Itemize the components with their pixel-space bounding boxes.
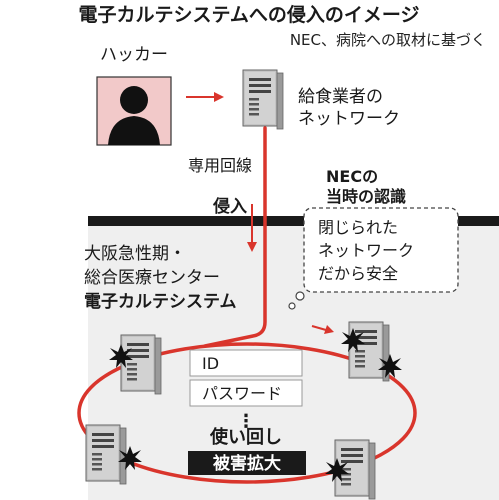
speech-bubble [288,207,459,310]
password-text: パスワード [202,384,282,403]
vendor-server-icon [242,69,284,130]
dedicated-line [203,126,267,348]
hospital-network-ring [77,342,417,484]
ellipsis: ⋮ [237,411,255,432]
damage-label: 被害拡大 [213,453,281,474]
system-label: 電子カルテシステム [84,292,237,312]
diagram-title: 電子カルテシステムへの侵入のイメージ [78,3,419,26]
network-boundary-band [88,216,499,226]
password-box [189,379,303,407]
arrow-hacker-to-vendor [186,92,224,102]
hacker-icon [96,76,172,146]
intrusion-label: 侵入 [212,196,247,217]
nec-label: NECの 当時の認識 [326,167,406,206]
hospital-label: 大阪急性期・ 総合医療センター [84,244,220,288]
damage-box [188,451,306,475]
server-icon [348,321,390,382]
server-icon [120,334,162,395]
line-label: 専用回線 [188,156,252,175]
hacker-label: ハッカー [100,45,168,65]
id-text: ID [202,354,219,373]
server-icon [85,424,127,485]
id-box [189,349,303,377]
reuse-label: 使い回し [209,427,282,448]
bubble-text: 閉じられた ネットワーク だから安全 [318,218,419,283]
arrow-intrusion [247,204,257,252]
vendor-label: 給食業者の ネットワーク [298,87,400,129]
source-note: NEC、病院への取材に基づく [290,31,486,49]
arrow-spread [311,325,334,334]
